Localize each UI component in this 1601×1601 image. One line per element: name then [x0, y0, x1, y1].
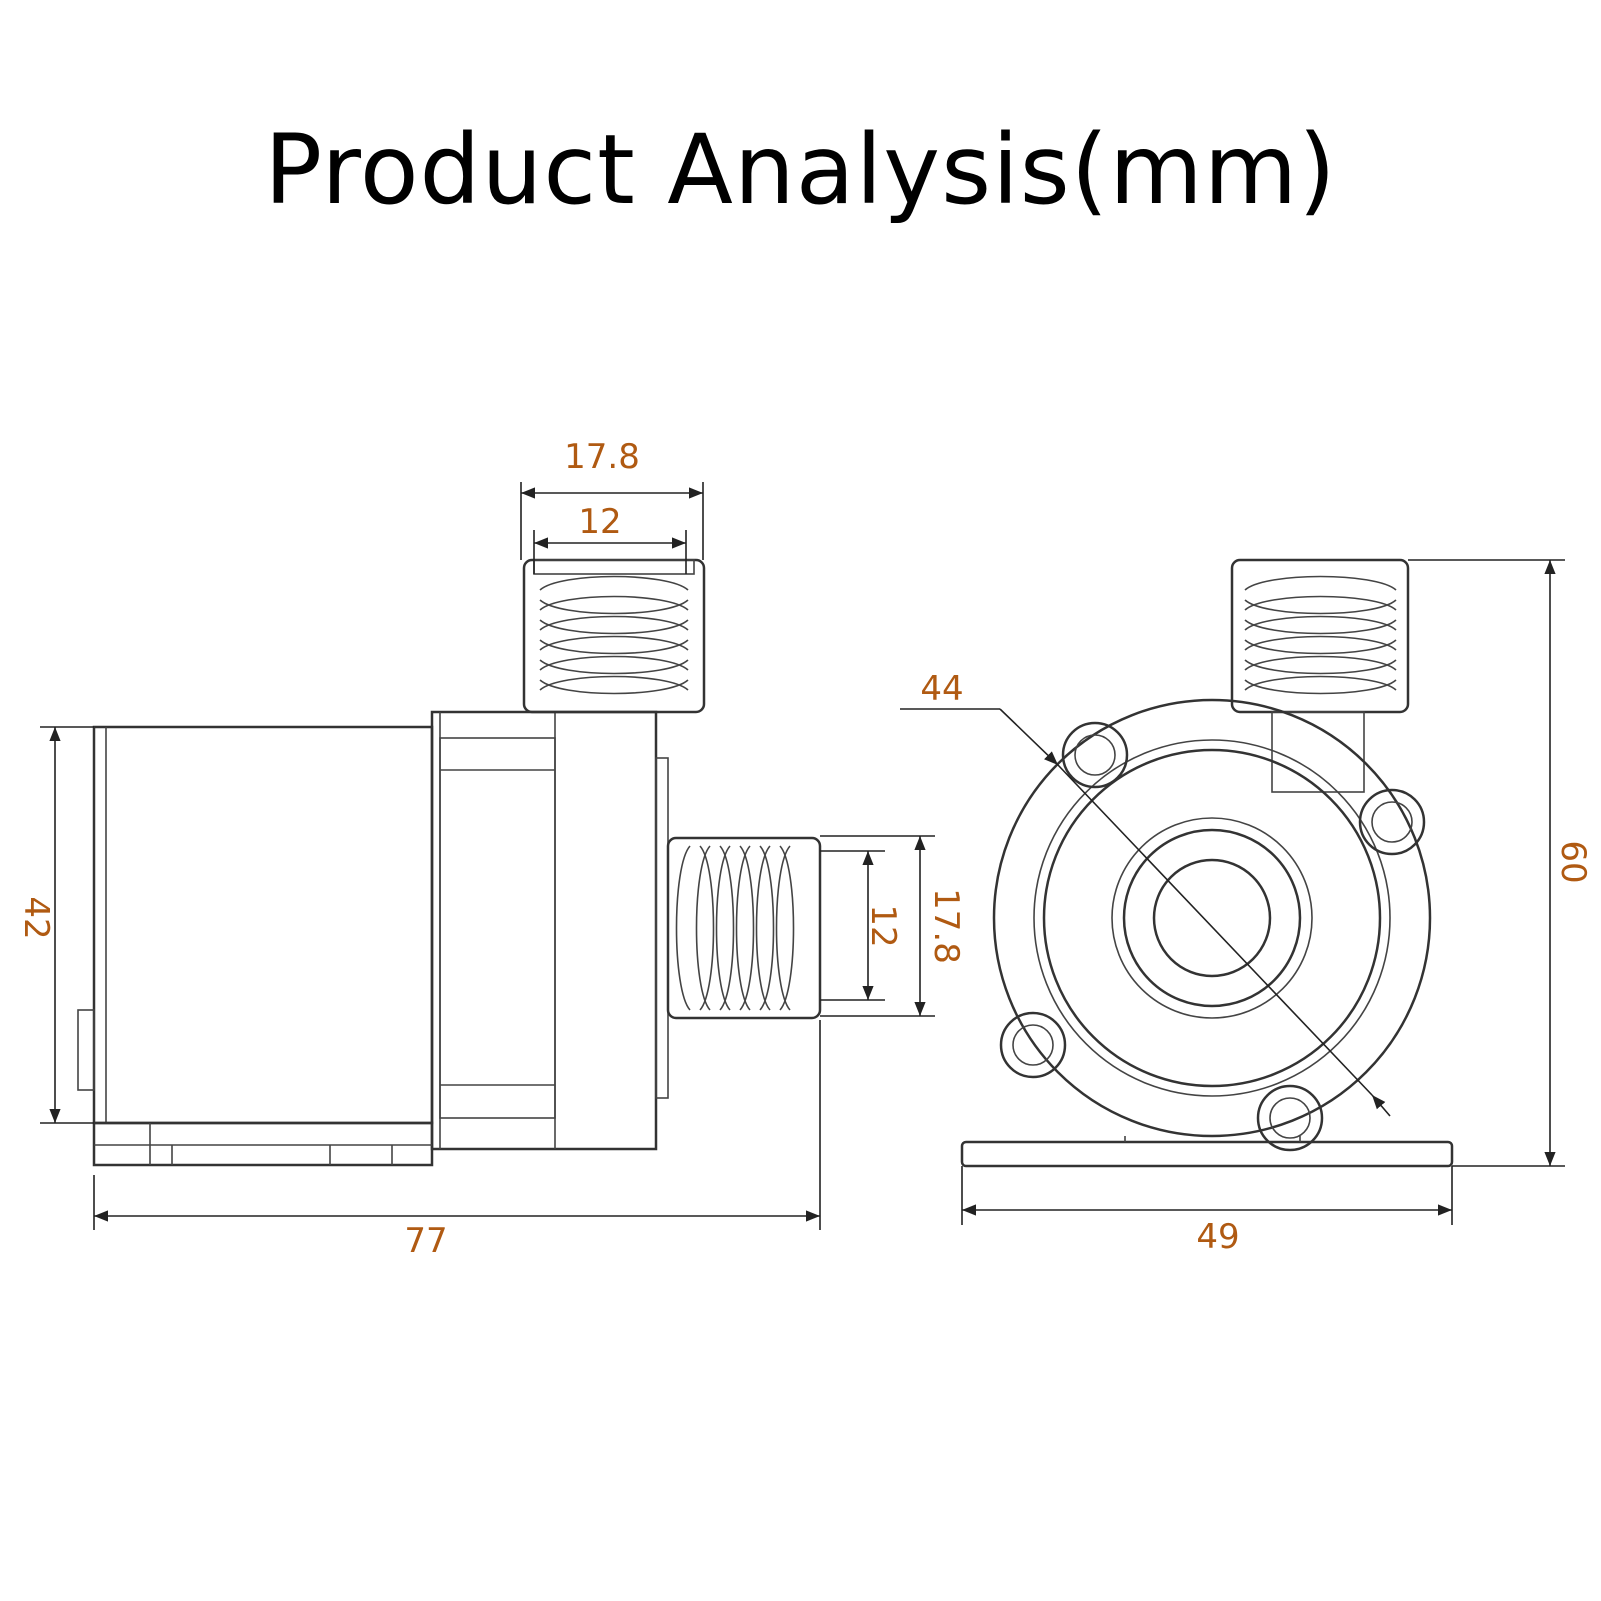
motor-height-label: 42	[16, 896, 56, 939]
motor-tab	[77, 1009, 95, 1091]
outlet-outer-diameter-label: 17.8	[564, 437, 640, 477]
inlet-outer-diameter-label: 17.8	[926, 888, 966, 964]
dimension-lines	[40, 482, 1565, 1230]
front-view	[900, 558, 1454, 1168]
pump-housing	[1042, 748, 1382, 1088]
total-length-label: 77	[404, 1221, 447, 1261]
inlet-inner-diameter-label: 12	[863, 904, 903, 947]
mounting-holes	[999, 721, 1426, 1152]
outlet-inner-diameter-label: 12	[578, 502, 621, 542]
side-view	[77, 558, 822, 1167]
side-base-plate	[92, 1121, 434, 1167]
inlet-bore	[1152, 858, 1272, 978]
front-outlet-nipple	[1230, 558, 1410, 793]
front-base-plate	[960, 1140, 1454, 1168]
inlet-ring	[1122, 828, 1302, 1008]
flange-diameter-label: 44	[920, 669, 963, 709]
pump-head	[430, 710, 658, 1151]
page-title: Product Analysis(mm)	[264, 114, 1337, 226]
motor-body	[92, 725, 434, 1125]
outlet-nipple	[522, 558, 706, 714]
inlet-nipple	[666, 836, 822, 1020]
total-height-label: 60	[1553, 840, 1593, 883]
flange-outline	[992, 698, 1432, 1138]
base-width-label: 49	[1196, 1217, 1239, 1257]
